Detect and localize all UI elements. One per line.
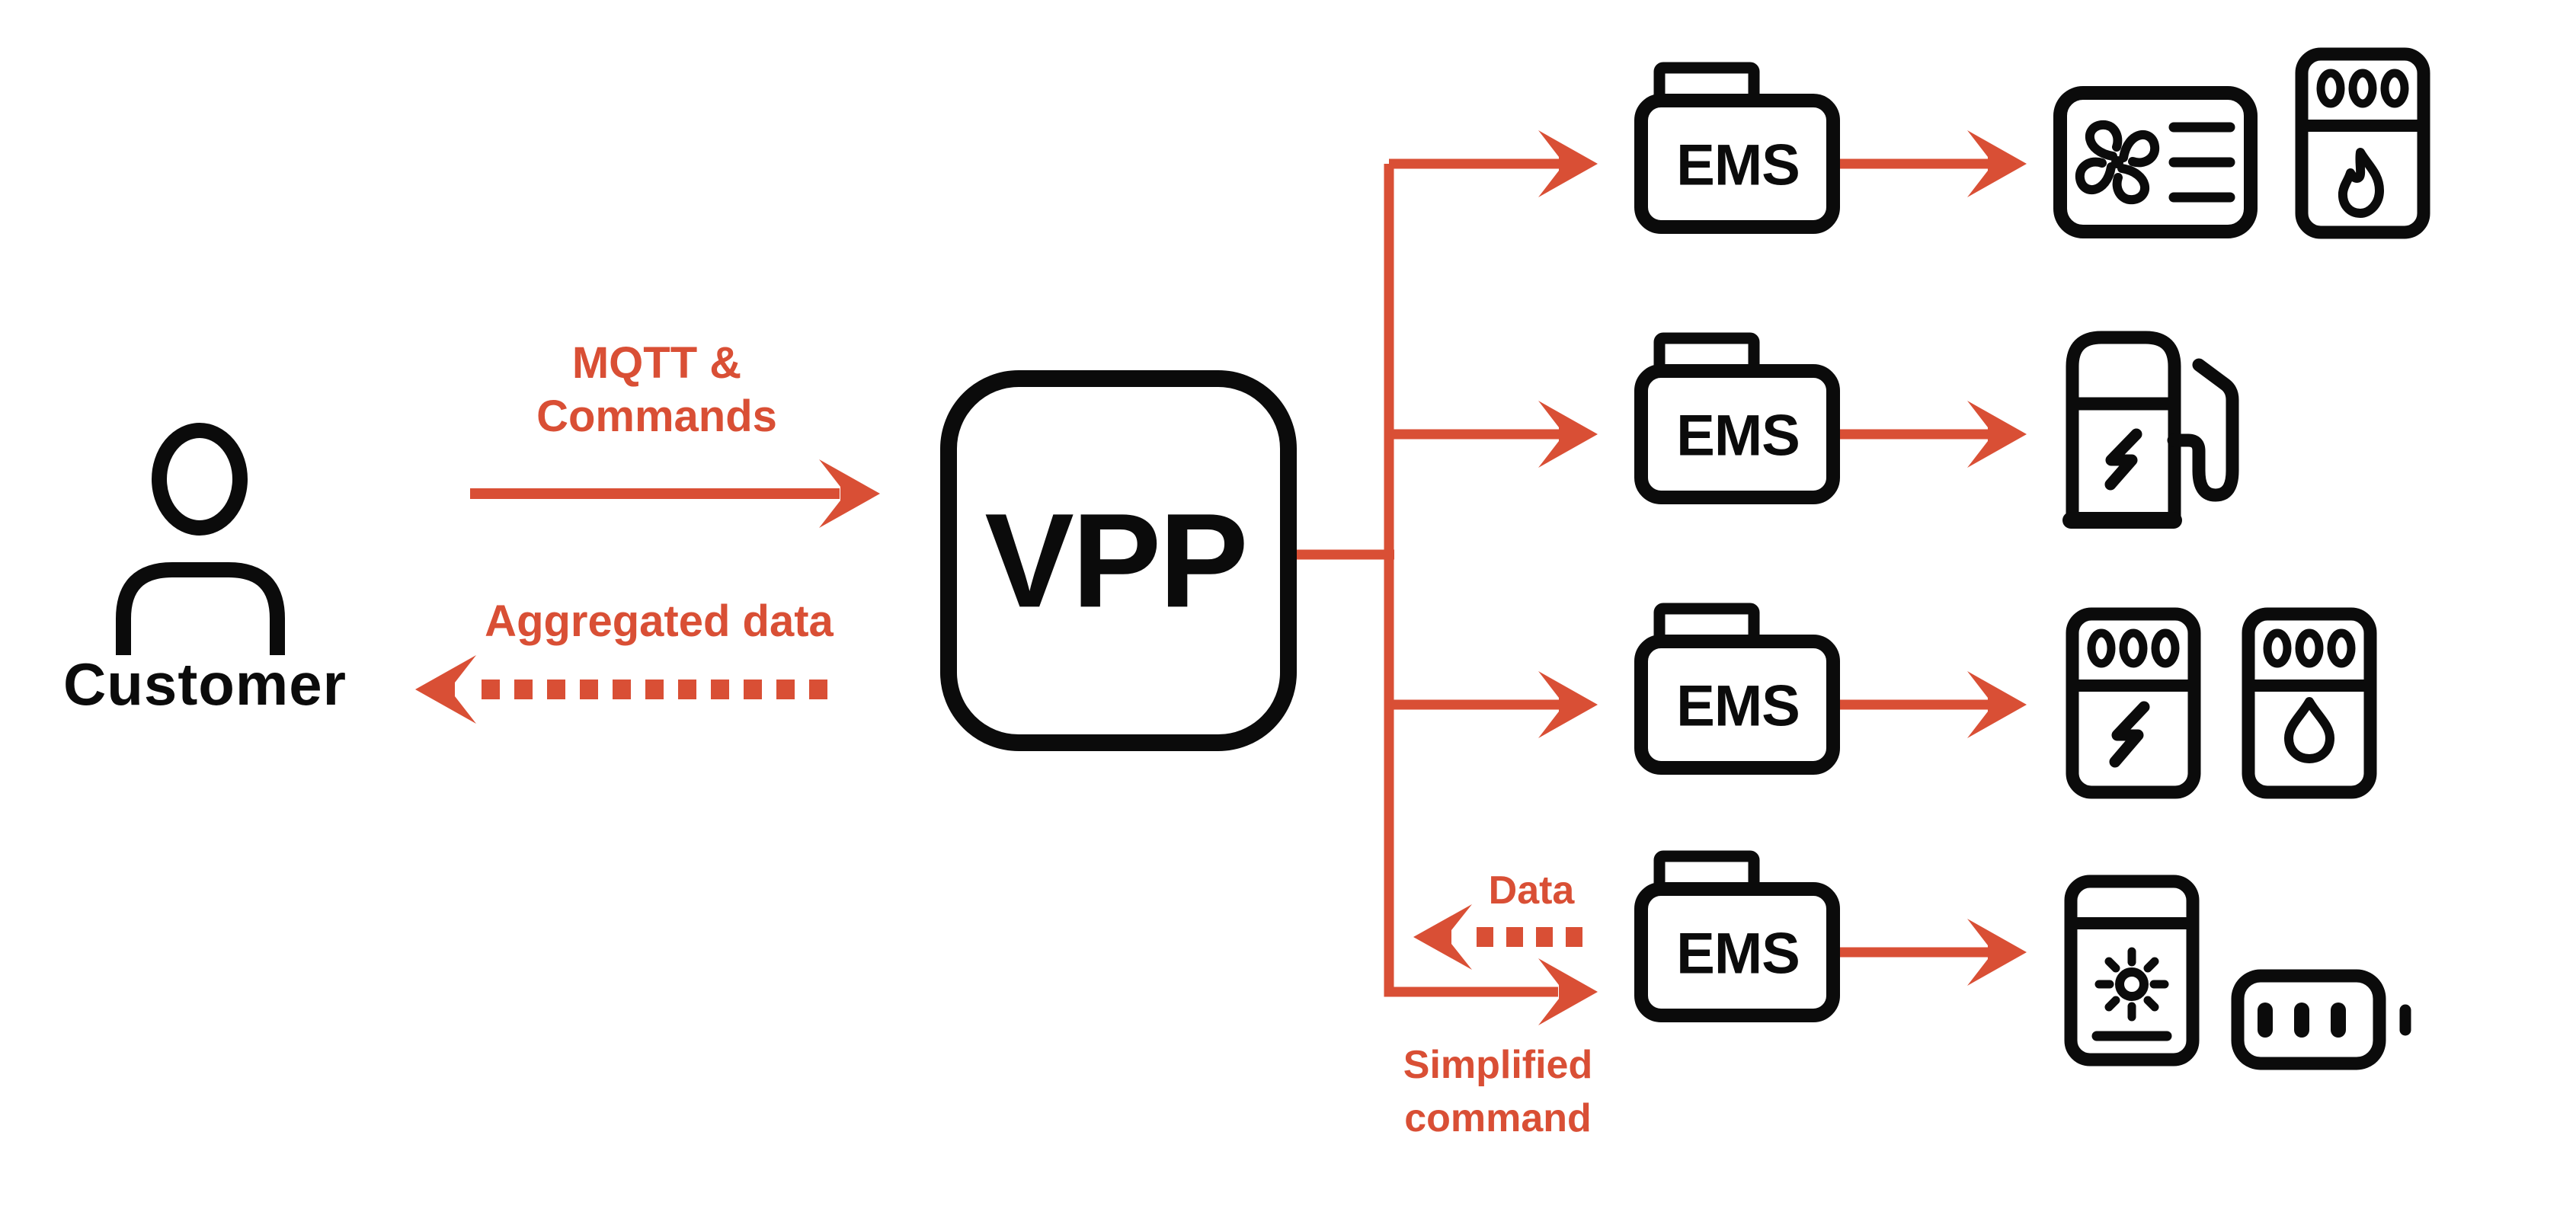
data-label: Data bbox=[1488, 868, 1575, 913]
home-battery-icon bbox=[2231, 969, 2411, 1070]
simplified-command-label-line1: Simplified bbox=[1403, 1043, 1593, 1087]
branch-arrow-row3 bbox=[1389, 671, 1598, 738]
ev-charger-icon bbox=[2062, 331, 2239, 529]
vpp-label: VPP bbox=[984, 486, 1248, 636]
ems-box-icon-row1 bbox=[1634, 62, 1840, 234]
ems-box-icon-row4 bbox=[1634, 850, 1840, 1022]
mqtt-commands-label-line1: MQTT & bbox=[571, 338, 742, 388]
aggregated-data-arrow bbox=[415, 655, 842, 724]
hvac-unit-icon bbox=[2053, 86, 2258, 238]
person-icon bbox=[116, 423, 285, 655]
ems-label-row2: EMS bbox=[1676, 403, 1800, 468]
ems-label-row1: EMS bbox=[1676, 133, 1800, 198]
simplified-command-label-line2: command bbox=[1404, 1096, 1592, 1140]
ems-label-row4: EMS bbox=[1676, 921, 1800, 987]
aggregated-data-label: Aggregated data bbox=[485, 596, 834, 647]
solar-inverter-icon bbox=[2064, 875, 2200, 1066]
data-arrow bbox=[1413, 904, 1592, 970]
gas-boiler-icon bbox=[2295, 47, 2430, 239]
simplified-command-label: Simplified command bbox=[1403, 1038, 1592, 1145]
mqtt-commands-arrow bbox=[470, 459, 880, 528]
simplified-command-arrow bbox=[1538, 958, 1598, 1025]
mqtt-commands-label-line2: Commands bbox=[536, 392, 777, 441]
ems-box-icon-row3 bbox=[1634, 603, 1840, 775]
device-arrow-row3 bbox=[1840, 671, 2027, 738]
ems-box-icon-row2 bbox=[1634, 332, 1840, 504]
distribution-trunk-line bbox=[1297, 164, 1558, 997]
electric-heater-icon bbox=[2066, 607, 2201, 799]
ems-label-row3: EMS bbox=[1676, 673, 1800, 739]
branch-arrow-row2 bbox=[1389, 401, 1598, 468]
water-heater-icon bbox=[2242, 607, 2377, 799]
mqtt-commands-label: MQTT & Commands bbox=[536, 337, 777, 443]
customer-label: Customer bbox=[62, 651, 347, 718]
device-arrow-row1 bbox=[1840, 130, 2027, 197]
vpp-box bbox=[940, 370, 1297, 751]
device-arrow-row2 bbox=[1840, 401, 2027, 468]
branch-arrow-row1 bbox=[1389, 130, 1598, 197]
device-arrow-row4 bbox=[1840, 919, 2027, 986]
